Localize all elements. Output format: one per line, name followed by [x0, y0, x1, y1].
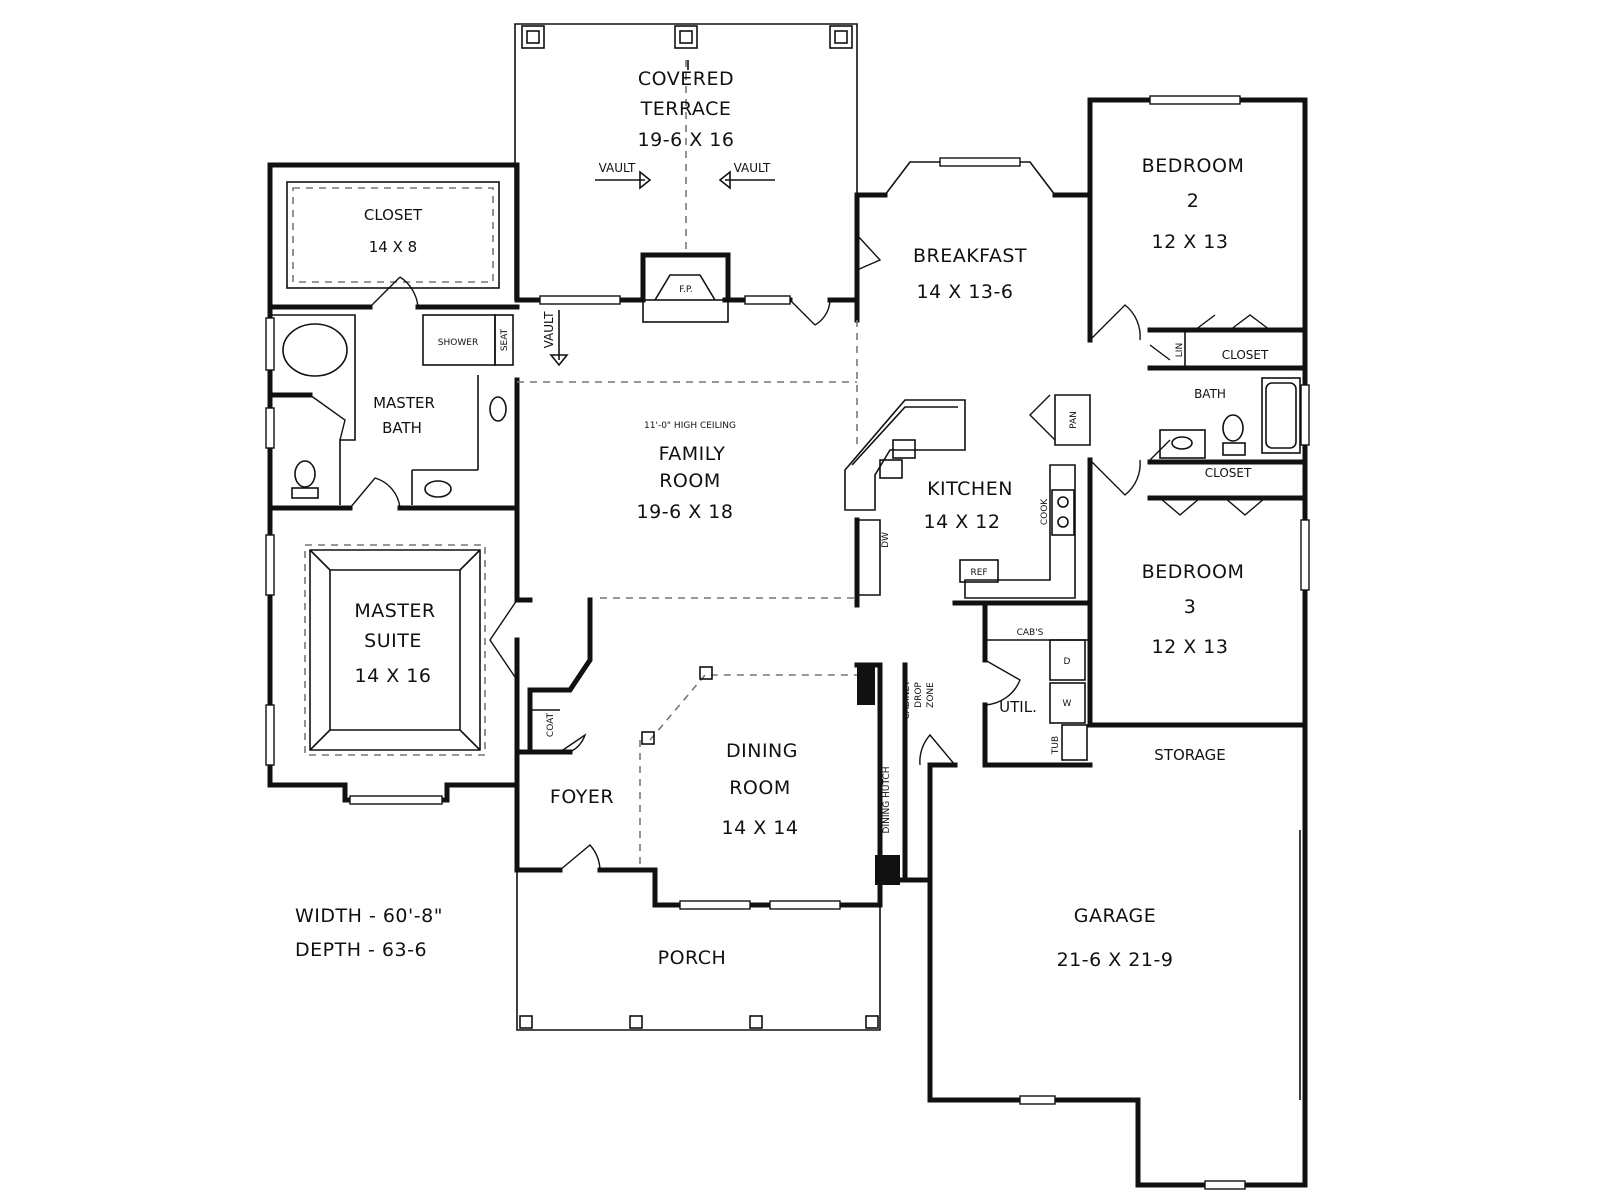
- dryer-label: D: [1064, 657, 1071, 667]
- foyer-name: FOYER: [550, 786, 614, 808]
- interior-details: [270, 181, 1301, 1100]
- bedroom-2-size: 12 X 13: [1152, 231, 1229, 253]
- garage-size: 21-6 X 21-9: [1057, 949, 1174, 971]
- bedroom-3-number: 3: [1184, 596, 1197, 618]
- doors: [309, 234, 1271, 871]
- covered-terrace-size: 19-6 X 16: [638, 129, 735, 151]
- garage-name: GARAGE: [1074, 905, 1157, 927]
- family-room-name-1: FAMILY: [659, 443, 726, 465]
- porch-name: PORCH: [658, 947, 727, 969]
- lin-label: LIN: [1175, 343, 1185, 357]
- family-room-name-2: ROOM: [659, 470, 721, 492]
- shower-label: SHOWER: [438, 338, 478, 348]
- depth-dimension: DEPTH - 63-6: [295, 939, 427, 961]
- dw-label: DW: [881, 532, 891, 548]
- covered-terrace-name-2: TERRACE: [640, 98, 732, 120]
- covered-terrace-outline: [514, 23, 858, 300]
- bedroom-3-name: BEDROOM: [1142, 561, 1245, 583]
- master-suite-name-2: SUITE: [364, 630, 422, 652]
- cabs-label: CAB'S: [1017, 628, 1044, 638]
- cabinet-drop-zone-3: ZONE: [926, 682, 936, 708]
- dining-room-name-2: ROOM: [729, 777, 791, 799]
- windows: [265, 95, 1310, 1190]
- cabinet-drop-zone-2: DROP: [914, 682, 924, 708]
- dining-room-size: 14 X 14: [722, 817, 799, 839]
- cabinet-drop-zone-1: CABINET: [902, 680, 912, 720]
- storage-name: STORAGE: [1154, 746, 1225, 764]
- seat-label: SEAT: [500, 328, 510, 351]
- pan-label: PAN: [1069, 411, 1079, 429]
- width-dimension: WIDTH - 60'-8": [295, 905, 443, 927]
- bath-name: BATH: [1194, 387, 1226, 401]
- covered-terrace-name-1: COVERED: [638, 68, 734, 90]
- closet-master-size: 14 X 8: [369, 238, 417, 256]
- master-bath-name-2: BATH: [382, 419, 422, 437]
- fireplace-label: F.P.: [679, 285, 692, 295]
- cook-label: COOK: [1040, 498, 1050, 525]
- master-suite-name-1: MASTER: [354, 600, 435, 622]
- master-bath-name-1: MASTER: [373, 394, 435, 412]
- vault-label-family: VAULT: [542, 311, 556, 348]
- master-suite-size: 14 X 16: [355, 665, 432, 687]
- vault-label-left: VAULT: [599, 161, 636, 175]
- bedroom-2-number: 2: [1187, 190, 1200, 212]
- closet-b3-name: CLOSET: [1205, 466, 1252, 480]
- overall-dimensions: WIDTH - 60'-8" DEPTH - 63-6: [295, 905, 443, 961]
- coat-label: COAT: [546, 712, 556, 737]
- closet-master-name: CLOSET: [364, 206, 423, 224]
- dining-room-name-1: DINING: [726, 740, 798, 762]
- washer-label: W: [1063, 699, 1072, 709]
- vault-label-right: VAULT: [734, 161, 771, 175]
- family-room-size: 19-6 X 18: [637, 501, 734, 523]
- room-labels: COVERED TERRACE 19-6 X 16 CLOSET 14 X 8 …: [354, 68, 1269, 971]
- kitchen-name: KITCHEN: [927, 478, 1013, 500]
- breakfast-size: 14 X 13-6: [917, 281, 1014, 303]
- family-room-note: 11'-0" HIGH CEILING: [644, 421, 736, 431]
- fixture-labels: VAULT VAULT VAULT F.P. SHOWER SEAT LIN P…: [438, 161, 1185, 833]
- tub-label: TUB: [1051, 736, 1061, 755]
- bedroom-2-name: BEDROOM: [1142, 155, 1245, 177]
- dining-hutch-label: DINING HUTCH: [882, 767, 892, 834]
- breakfast-name: BREAKFAST: [913, 245, 1027, 267]
- exterior-walls: [267, 97, 1308, 1188]
- bedroom-3-size: 12 X 13: [1152, 636, 1229, 658]
- ref-label: REF: [970, 568, 987, 578]
- util-name: UTIL.: [999, 698, 1037, 716]
- closet-b2-name: CLOSET: [1222, 348, 1269, 362]
- kitchen-size: 14 X 12: [924, 511, 1001, 533]
